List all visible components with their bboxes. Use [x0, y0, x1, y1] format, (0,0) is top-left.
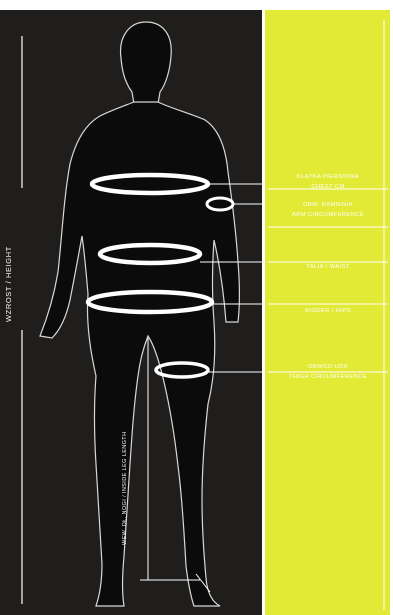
arm-label: OBW. RAMIENIA ARM CIRCUMFERENCE — [268, 200, 388, 220]
chest-label: KLATKA PIERSIOWA CHEST CM — [268, 172, 388, 192]
arm-label-en: ARM CIRCUMFERENCE — [268, 210, 388, 220]
thigh-label-pl: OBWÓD UDA — [268, 362, 388, 372]
hips-label: BIODER / HIPS — [268, 306, 388, 316]
waist-label: TALIA / WAIST — [268, 262, 388, 272]
chest-label-en: CHEST CM — [268, 182, 388, 192]
chest-label-pl: KLATKA PIERSIOWA — [268, 172, 388, 182]
thigh-label-en: THIGH CIRCUMFERENCE — [268, 372, 388, 382]
waist-label-pl: TALIA / WAIST — [268, 262, 388, 272]
arm-label-pl: OBW. RAMIENIA — [268, 200, 388, 210]
height-label: WZROST / HEIGHT — [4, 212, 13, 322]
inside-leg-label: WEW. DŁ. NOGI / INSIDE LEG LENGTH — [122, 345, 128, 545]
hips-label-pl: BIODER / HIPS — [268, 306, 388, 316]
thigh-label: OBWÓD UDA THIGH CIRCUMFERENCE — [268, 362, 388, 382]
